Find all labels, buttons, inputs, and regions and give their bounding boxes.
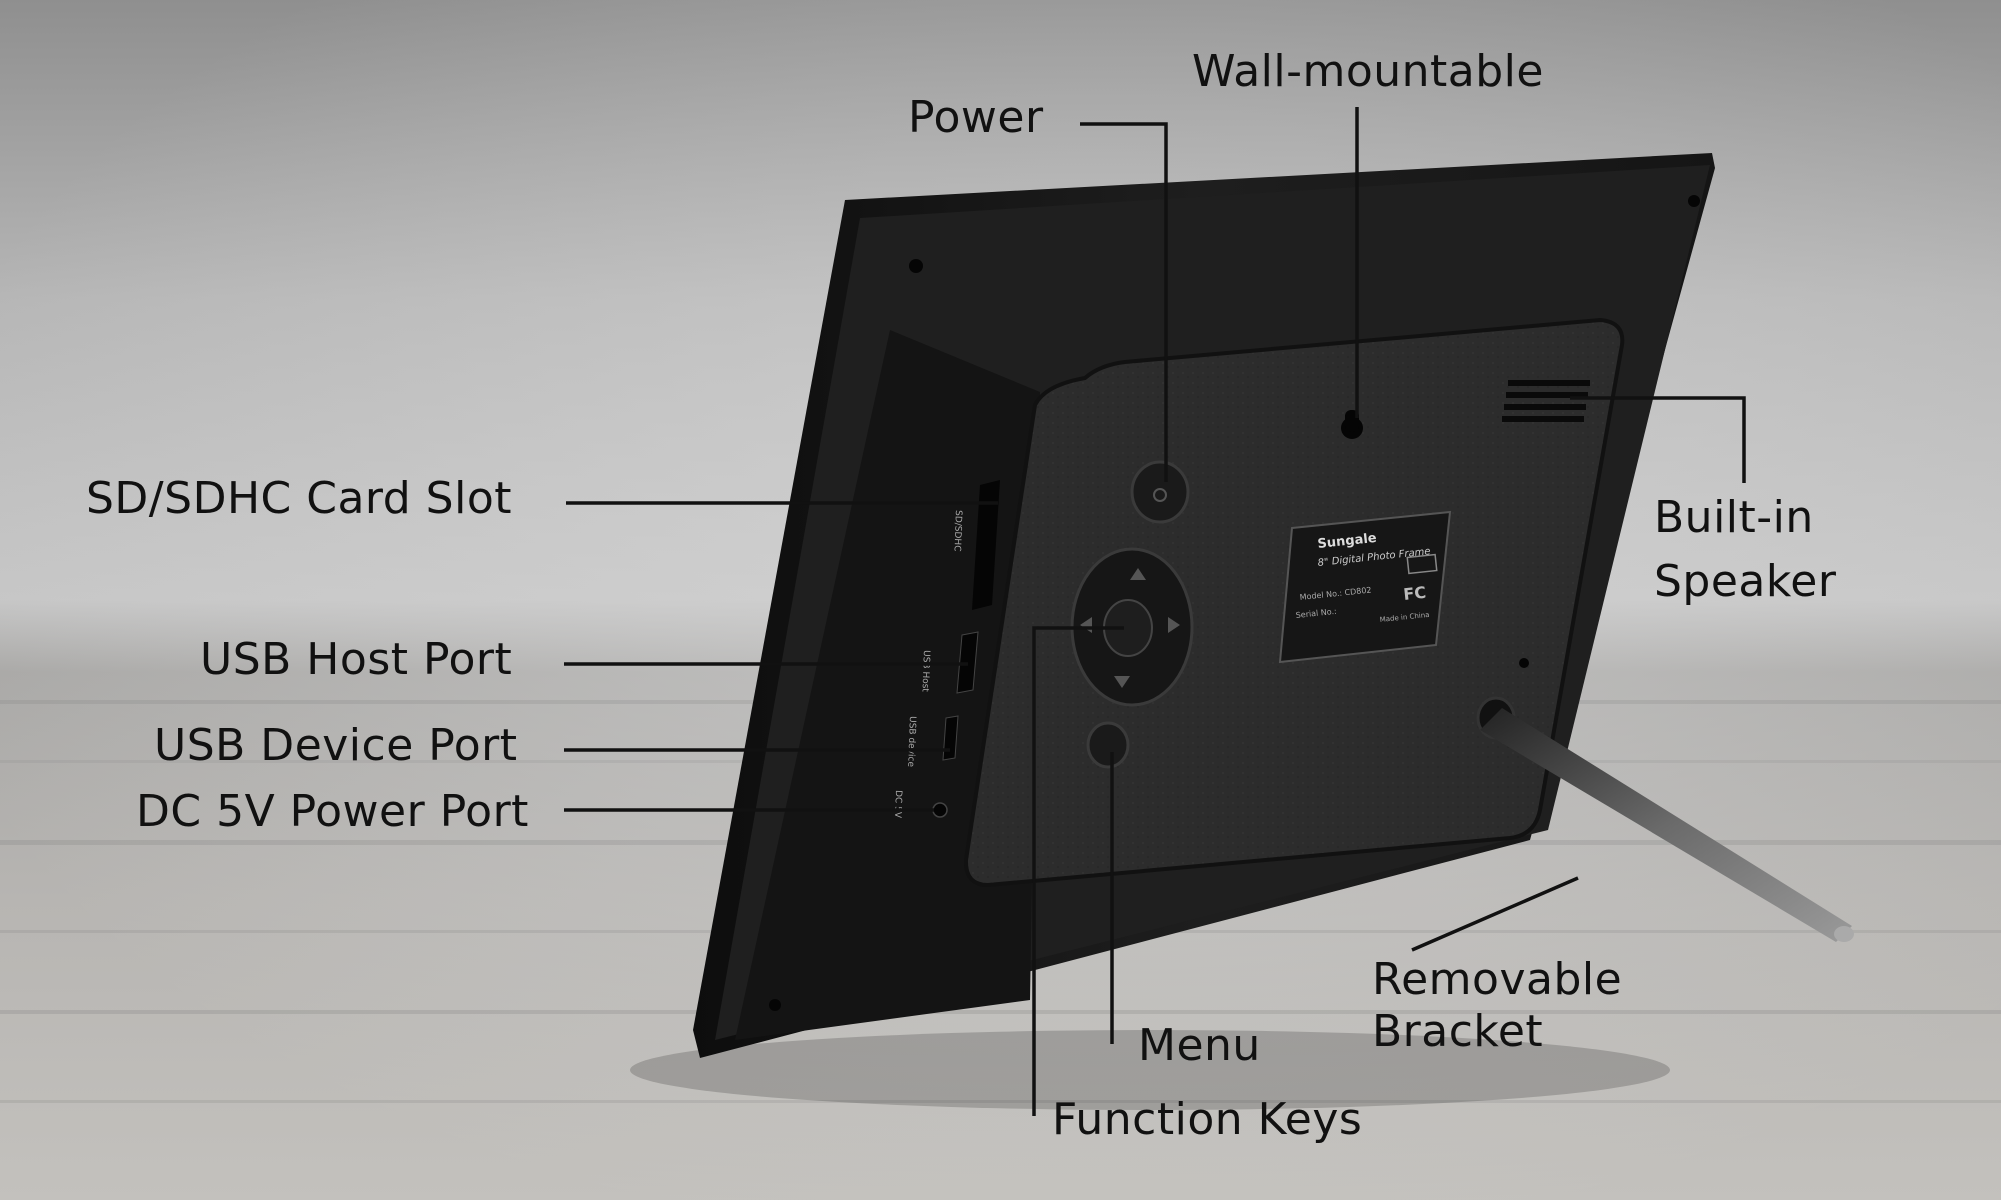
usb-device-port[interactable] <box>942 715 959 761</box>
label-serial: Serial No.: <box>1295 607 1337 620</box>
callout-usb-host: USB Host Port <box>200 634 513 685</box>
arrow-down-icon <box>1114 676 1130 688</box>
bracket-tip <box>1834 926 1854 942</box>
callout-dc-power: DC 5V Power Port <box>136 786 529 837</box>
screw-hole <box>769 999 781 1011</box>
line-speaker <box>1570 396 1746 483</box>
frame-shadow <box>630 1030 1670 1110</box>
callout-sd-slot: SD/SDHC Card Slot <box>86 473 512 524</box>
line-power <box>1080 122 1168 482</box>
menu-button[interactable] <box>1086 721 1130 769</box>
callout-bracket-line2: Bracket <box>1372 1006 1544 1057</box>
dc-power-port[interactable] <box>932 802 948 818</box>
port-label-sd: SD/SDHC <box>952 510 963 552</box>
callout-bracket-line1: Removable <box>1372 954 1623 1005</box>
function-keys-dpad[interactable] <box>1070 547 1194 707</box>
speaker-grille <box>1502 380 1590 422</box>
callout-lines <box>564 107 1746 1116</box>
callout-menu: Menu <box>1138 1020 1261 1071</box>
callout-function-keys: Function Keys <box>1052 1094 1363 1145</box>
port-label-usb-device: USB device <box>905 716 917 768</box>
product-label: Sungale 8" Digital Photo Frame Model No.… <box>1278 510 1452 664</box>
side-recess <box>735 330 1040 1040</box>
arrow-up-icon <box>1130 568 1146 580</box>
sd-card-slot[interactable] <box>972 480 1000 610</box>
screw-hole <box>909 259 923 273</box>
line-bracket <box>1411 876 1579 952</box>
power-button[interactable] <box>1130 460 1190 524</box>
screw-hole <box>1519 658 1529 668</box>
warning-icon <box>1406 553 1438 575</box>
callout-power: Power <box>908 92 1044 143</box>
arrow-right-icon <box>1168 617 1180 633</box>
port-label-dc: DC 5V <box>892 790 903 819</box>
removable-bracket[interactable] <box>1480 708 1852 942</box>
callout-speaker-line2: Speaker <box>1654 556 1837 607</box>
fcc-logo: FC <box>1402 583 1427 604</box>
callout-speaker-line1: Built-in <box>1654 492 1814 543</box>
port-label-usb-host: USB Host <box>920 650 931 693</box>
callout-usb-device: USB Device Port <box>154 720 518 771</box>
screw-hole <box>1688 195 1700 207</box>
callout-wall-mountable: Wall-mountable <box>1192 46 1544 97</box>
line-function-keys <box>1032 626 1124 1116</box>
label-brand: Sungale <box>1317 531 1378 552</box>
